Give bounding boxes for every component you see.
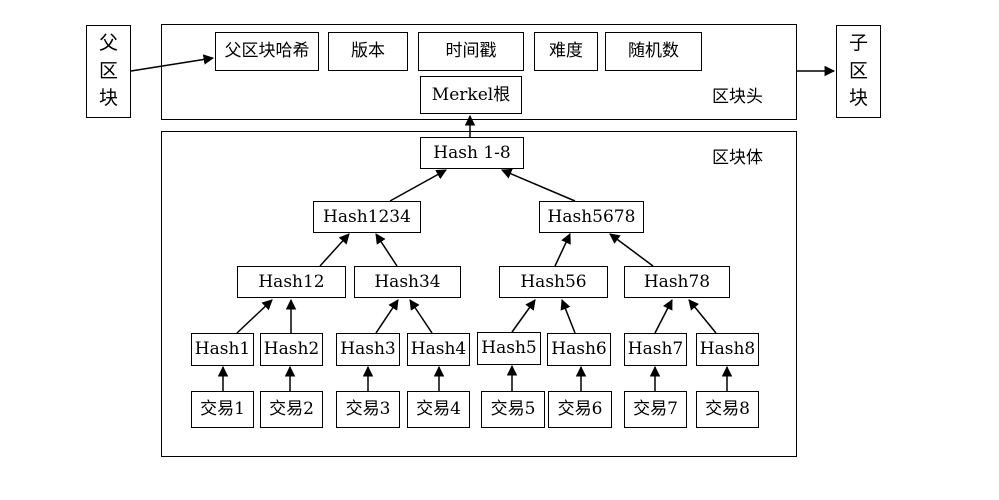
arrow-34-to-1234 bbox=[375, 233, 398, 267]
arrow-parent-to-hash bbox=[130, 54, 215, 72]
arrow-5678-to-root bbox=[501, 168, 576, 202]
arrow-h5-to-h56 bbox=[511, 299, 536, 333]
merkle-leaf: Hash4 bbox=[407, 333, 470, 366]
header-field-nonce: 随机数 bbox=[605, 32, 702, 71]
block-body-frame bbox=[161, 131, 797, 457]
transaction-box: 交易6 bbox=[548, 391, 612, 428]
merkle-node: Hash78 bbox=[624, 266, 730, 298]
arrow-h7-to-h78 bbox=[654, 299, 673, 334]
transaction-box: 交易1 bbox=[191, 391, 254, 428]
merkle-node: Hash34 bbox=[354, 266, 461, 298]
arrow-h4-to-h34 bbox=[409, 299, 433, 334]
merkle-leaf: Hash2 bbox=[260, 333, 323, 366]
merkle-node: Hash56 bbox=[499, 266, 608, 298]
merkle-leaf: Hash5 bbox=[477, 332, 541, 365]
merkle-node: Hash1234 bbox=[313, 201, 421, 233]
arrow-1234-to-root bbox=[389, 169, 447, 202]
child-block-char: 区 bbox=[848, 59, 868, 82]
arrow-h1-to-h12 bbox=[236, 299, 273, 334]
merkle-root-field: Merkel根 bbox=[420, 76, 522, 114]
child-block-char: 子 bbox=[848, 32, 868, 55]
child-block: 子 区 块 bbox=[836, 25, 881, 118]
block-header-title: 区块头 bbox=[712, 87, 763, 107]
parent-block-char: 区 bbox=[98, 59, 118, 82]
transaction-box: 交易5 bbox=[481, 391, 545, 428]
block-header-frame bbox=[161, 24, 797, 120]
arrow-h3-to-h34 bbox=[375, 299, 399, 334]
merkle-leaf: Hash7 bbox=[624, 333, 687, 366]
arrow-h8-to-h78 bbox=[688, 299, 717, 334]
transaction-box: 交易8 bbox=[696, 391, 759, 428]
merkle-node: Hash5678 bbox=[539, 201, 644, 233]
merkle-leaf: Hash3 bbox=[336, 333, 400, 366]
header-field-parent-hash: 父区块哈希 bbox=[215, 32, 319, 71]
merkle-leaf: Hash6 bbox=[547, 333, 611, 366]
arrow-h6-to-h56 bbox=[560, 299, 576, 334]
header-field-timestamp: 时间戳 bbox=[418, 32, 524, 71]
parent-block-char: 块 bbox=[98, 87, 118, 110]
merkle-tree-root: Hash 1-8 bbox=[420, 137, 524, 169]
parent-block-char: 父 bbox=[98, 32, 118, 55]
merkle-node: Hash12 bbox=[237, 266, 346, 298]
transaction-box: 交易4 bbox=[407, 391, 470, 428]
block-body-title: 区块体 bbox=[712, 148, 763, 168]
merkle-leaf: Hash1 bbox=[191, 333, 254, 366]
transaction-box: 交易7 bbox=[624, 391, 687, 428]
transaction-box: 交易2 bbox=[260, 391, 323, 428]
merkle-leaf: Hash8 bbox=[696, 333, 759, 366]
header-field-version: 版本 bbox=[328, 32, 408, 71]
header-field-difficulty: 难度 bbox=[534, 32, 598, 71]
arrow-12-to-1234 bbox=[319, 233, 350, 267]
parent-block: 父 区 块 bbox=[86, 25, 131, 118]
arrow-56-to-5678 bbox=[554, 233, 571, 267]
arrow-78-to-5678 bbox=[609, 233, 654, 267]
transaction-box: 交易3 bbox=[336, 391, 400, 428]
child-block-char: 块 bbox=[848, 87, 868, 110]
